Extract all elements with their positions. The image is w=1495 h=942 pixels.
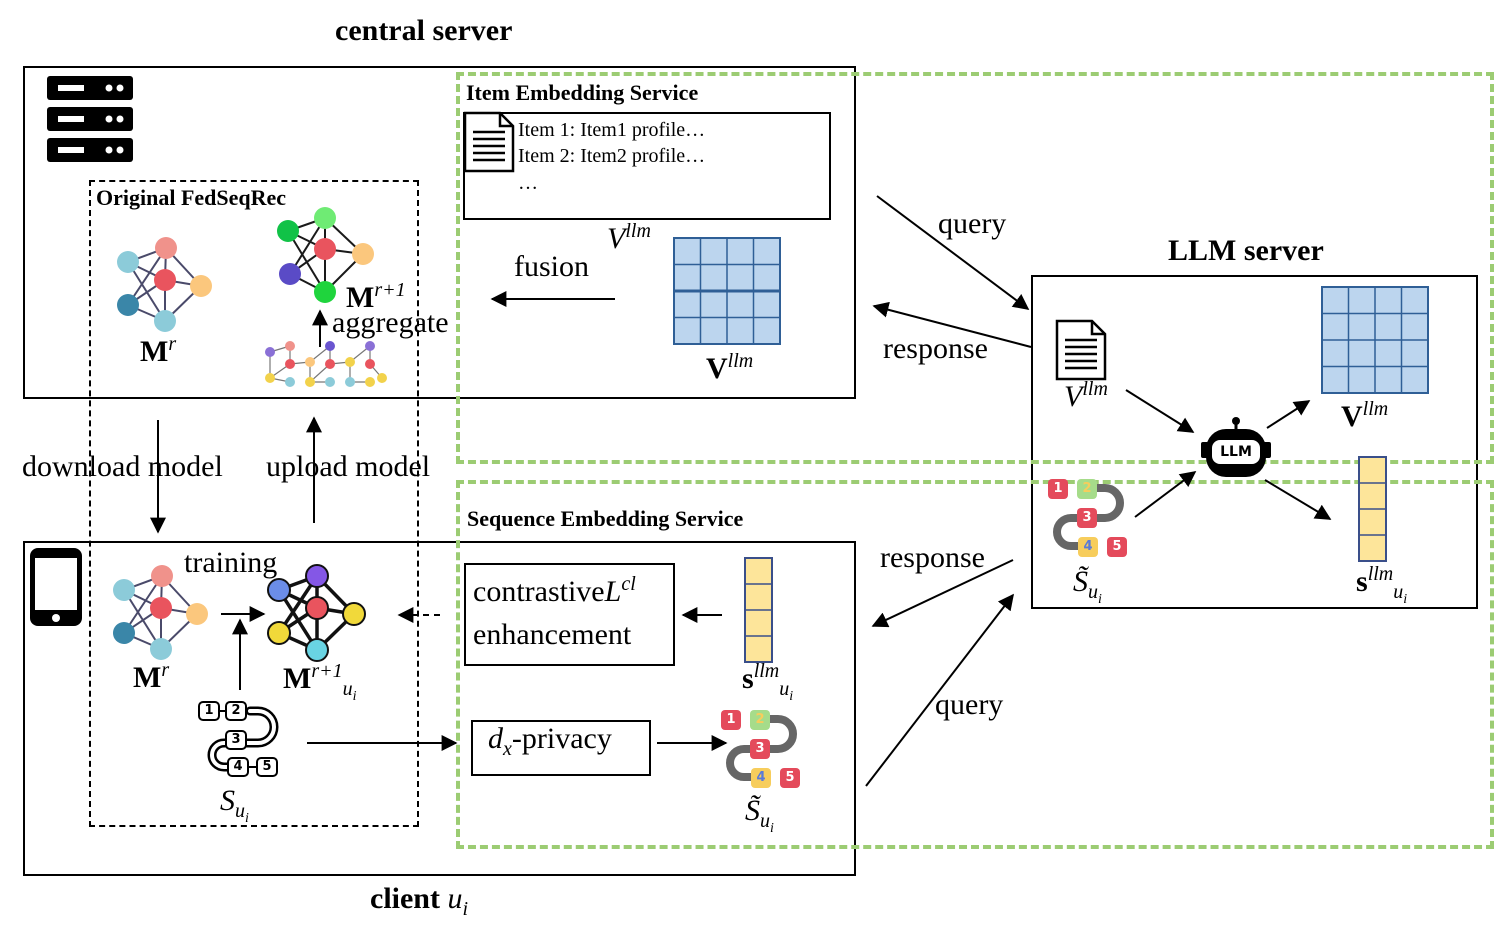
llm-server-title: LLM server	[1168, 234, 1324, 267]
item-profiles-document-icon	[462, 110, 516, 174]
llm-chip-4: 4	[1083, 539, 1093, 554]
perturbed-sequence-chain-client: 1 2 3 4 5	[718, 707, 804, 791]
llm-chip-2: 2	[1082, 481, 1092, 496]
label-s-tilde-llm: S̃ui	[1073, 565, 1102, 607]
perturbed-chip-3: 3	[755, 741, 765, 756]
arrow-llm-to-matrix	[1266, 400, 1311, 429]
seq-chip-3: 3	[231, 732, 241, 747]
arrow-query-bottom	[865, 593, 1014, 787]
seq-chip-2: 2	[231, 703, 241, 718]
seq-chip-4: 4	[233, 759, 243, 774]
contrastive-label: contrastiveLcl	[473, 573, 636, 608]
arrow-doc-to-llm	[1125, 389, 1195, 433]
llm-chip-1: 1	[1053, 481, 1063, 496]
item-profile-box	[463, 112, 831, 220]
fusion-label: fusion	[514, 250, 589, 283]
label-v-llm-input: Vllm	[1064, 378, 1108, 413]
server-icon	[46, 75, 134, 163]
phone-icon	[29, 547, 83, 627]
perturbed-chip-5: 5	[785, 770, 795, 785]
llm-server-box	[1031, 275, 1478, 609]
download-model-label: download model	[22, 450, 223, 483]
llm-chip-3: 3	[1082, 510, 1092, 525]
seq-embedding-vector-llm	[1358, 456, 1387, 562]
contrastive-enhancement-box	[464, 563, 675, 666]
dx-privacy-label: dx-privacy	[488, 722, 612, 760]
seq-embedding-vector-client	[744, 557, 773, 663]
central-server-title: central server	[335, 14, 513, 47]
global-model-r-graph-icon	[112, 232, 218, 338]
arrow-seq-to-llm	[1134, 471, 1197, 518]
client-title: client ui	[370, 882, 469, 920]
arrow-response-top	[872, 301, 1032, 348]
llm-input-document-icon	[1054, 318, 1108, 382]
upload-model-label: upload model	[266, 450, 431, 483]
fedseqrec-title: Original FedSeqRec	[96, 185, 287, 210]
label-m-r-central: Mr	[140, 333, 177, 368]
client-box	[23, 541, 856, 876]
client-models-aggregate-icon	[262, 338, 390, 394]
sequence-embedding-service-region	[456, 480, 1494, 849]
seq-service-title: Sequence Embedding Service	[467, 506, 744, 531]
label-v-llm-bold-item-service: Vllm	[706, 350, 754, 385]
label-v-llm-output: Vllm	[1341, 398, 1389, 433]
original-fedseqrec-box	[89, 180, 419, 827]
arrow-query-top	[876, 195, 1030, 310]
item-embedding-matrix	[673, 237, 781, 345]
label-m-r-client: Mr	[133, 659, 170, 694]
label-s-llm-client: sllmui	[742, 660, 794, 704]
item-embedding-service-region	[456, 72, 1494, 464]
dx-privacy-box	[471, 720, 651, 776]
arrow-llm-to-vector	[1264, 479, 1332, 520]
client-model-r-graph-icon	[108, 560, 214, 666]
aggregate-label: aggregate	[332, 306, 449, 339]
query-top-label: query	[938, 207, 1007, 240]
perturbed-chip-1: 1	[726, 712, 736, 727]
item-profile-line-1: Item 1: Item1 profile…	[518, 119, 706, 141]
llm-badge-label: LLM	[1220, 444, 1252, 460]
seq-chip-1: 1	[204, 703, 214, 718]
perturbed-chip-4: 4	[756, 770, 766, 785]
seq-chip-5: 5	[262, 759, 272, 774]
perturbed-sequence-chain-llm: 1 2 3 4 5	[1045, 476, 1131, 560]
label-s-llm-output: sllmui	[1356, 563, 1408, 607]
training-label: training	[184, 546, 278, 579]
label-s-tilde-client: S̃ui	[745, 794, 774, 836]
perturbed-chip-2: 2	[755, 712, 765, 727]
label-s-ui-client: Sui	[220, 784, 249, 826]
enhancement-label: enhancement	[473, 618, 632, 651]
client-model-updated-graph-icon	[262, 562, 372, 668]
item-profile-line-2: Item 2: Item2 profile…	[518, 145, 706, 167]
global-model-r1-graph-icon	[274, 205, 378, 309]
user-sequence-chain-icon: 1 2 3 4 5	[198, 700, 284, 780]
label-v-llm-item-service: Vllm	[607, 220, 651, 255]
item-profile-line-3: …	[518, 172, 538, 194]
llm-chip-5: 5	[1112, 539, 1122, 554]
response-top-label: response	[883, 332, 988, 365]
llm-output-matrix	[1321, 286, 1429, 394]
llm-robot-icon: LLM	[1199, 416, 1273, 482]
response-bottom-label: response	[880, 541, 985, 574]
query-bottom-label: query	[935, 688, 1004, 721]
arrow-response-bottom	[871, 559, 1014, 628]
label-m-ui-client: Mr+1ui	[283, 660, 357, 704]
central-server-box	[23, 66, 856, 399]
item-service-title: Item Embedding Service	[466, 80, 699, 105]
label-m-r1-central: Mr+1	[346, 279, 406, 314]
